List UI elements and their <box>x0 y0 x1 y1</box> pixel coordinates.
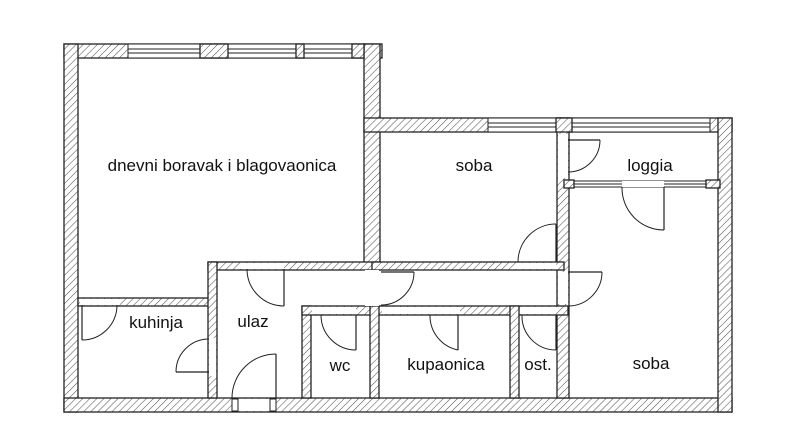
label-kitchen: kuhinja <box>129 313 183 332</box>
door-kitchen-entrance <box>175 338 210 373</box>
wall-kitchen-entrance <box>207 261 218 399</box>
wall-west <box>63 43 79 413</box>
wall-entrance-wc <box>301 305 312 399</box>
door-living-entrance <box>246 268 285 307</box>
wall-south <box>63 397 733 413</box>
label-entrance: ulaz <box>237 312 268 331</box>
label-living: dnevni boravak i blagovaonica <box>108 156 337 175</box>
door-bedroom-loggia <box>621 186 665 231</box>
wall-wc-bath <box>369 305 380 399</box>
window-living <box>127 43 365 59</box>
wall-east <box>717 117 733 413</box>
door-storage <box>521 314 557 351</box>
label-wc: wc <box>329 356 351 375</box>
label-loggia: loggia <box>627 156 673 175</box>
openings <box>80 134 664 411</box>
label-storage: ost. <box>524 355 551 374</box>
wall-loggia-bedroom-right <box>705 179 721 189</box>
wall-bedroom-top-south <box>371 261 565 271</box>
door-bathroom <box>429 314 459 351</box>
wall-living-entrance <box>207 261 381 271</box>
window-loggia <box>571 117 711 133</box>
door-loggia <box>567 139 601 173</box>
door-bedroom-top <box>517 223 557 263</box>
wall-loggia-bedroom-left <box>563 179 575 189</box>
wall-east-living <box>363 43 381 269</box>
door-kitchen <box>81 304 118 341</box>
window-bedroom-top <box>487 117 557 133</box>
room-labels: dnevni boravak i blagovaonica soba loggi… <box>108 156 674 375</box>
label-bedroom-top: soba <box>456 156 493 175</box>
door-jambs <box>231 398 277 412</box>
label-bedroom-bottom: soba <box>633 354 670 373</box>
door-wc <box>320 314 357 351</box>
door-hallway <box>380 271 415 306</box>
door-front <box>231 353 277 399</box>
wall-post <box>555 117 573 133</box>
label-bathroom: kupaonica <box>407 355 485 374</box>
doors <box>81 139 665 399</box>
door-bedroom-bottom <box>567 271 603 307</box>
wall-bath-storage <box>509 305 520 399</box>
